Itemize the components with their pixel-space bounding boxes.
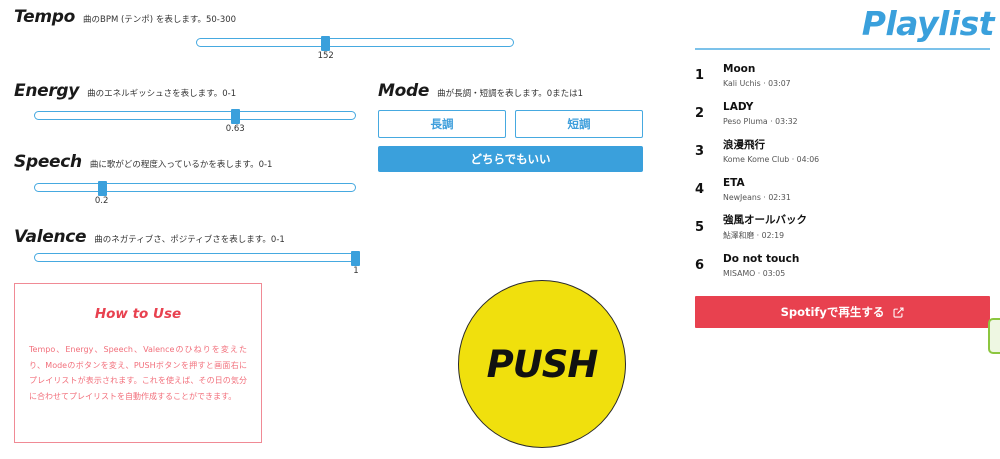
mode-any-button[interactable]: どちらでもいい	[378, 146, 643, 172]
track-meta: 強風オールバック鮎澤和磨 · 02:19	[723, 213, 807, 240]
speech-title: Speech	[14, 152, 82, 172]
track-number: 4	[695, 181, 705, 197]
track-meta: 浪漫飛行 Kome Kome Club · 04:06	[723, 138, 819, 163]
track-artist: NewJeans · 02:31	[723, 192, 791, 202]
track-title: 強風オールバック	[723, 214, 807, 227]
valence-title: Valence	[14, 227, 87, 247]
mode-description: 曲が長調・短調を表します。0または1	[437, 89, 584, 99]
track-meta: ETA NewJeans · 02:31	[723, 176, 791, 201]
tempo-value: 152	[317, 51, 334, 61]
valence-description: 曲のネガティブさ、ポジティブさを表します。0-1	[94, 235, 285, 245]
energy-title: Energy	[14, 81, 80, 101]
mode-title: Mode	[378, 81, 430, 101]
playlist-divider	[695, 48, 990, 50]
energy-slider-track[interactable]	[34, 109, 356, 124]
speech-value: 0.2	[94, 196, 109, 206]
valence-slider-track[interactable]	[34, 251, 360, 266]
track-row[interactable]: 3 浪漫飛行 Kome Kome Club · 04:06	[695, 132, 1000, 170]
valence-slider-thumb[interactable]	[350, 251, 360, 266]
track-number: 1	[695, 67, 705, 83]
track-row[interactable]: 5 強風オールバック鮎澤和磨 · 02:19	[695, 208, 1000, 246]
track-row[interactable]: 2 LADY Peso Pluma · 03:32	[695, 94, 1000, 132]
track-row[interactable]: 4 ETA NewJeans · 02:31	[695, 170, 1000, 208]
speech-slider-track[interactable]	[34, 181, 356, 196]
how-to-use-title: How to Use	[94, 306, 182, 322]
tempo-heading: Tempo 曲のBPM (テンポ) を表します。50-300	[14, 7, 236, 27]
track-title: 浪漫飛行	[723, 139, 765, 152]
energy-value: 0.63	[225, 124, 245, 134]
mode-button-row: 長調 短調	[378, 110, 643, 138]
track-artist: MISAMO · 03:05	[723, 268, 786, 278]
tempo-title: Tempo	[14, 7, 75, 27]
track-number: 3	[695, 143, 705, 159]
tempo-description: 曲のBPM (テンポ) を表します。50-300	[83, 15, 237, 25]
external-link-icon	[893, 306, 904, 318]
speech-heading: Speech 曲に歌がどの程度入っているかを表します。0-1	[14, 152, 272, 172]
speech-slider-thumb[interactable]	[97, 181, 107, 196]
track-number: 6	[695, 257, 705, 273]
mode-heading: Mode 曲が長調・短調を表します。0または1	[378, 81, 583, 101]
track-title: LADY	[723, 101, 754, 114]
speech-slider[interactable]: 0.2	[34, 181, 356, 206]
how-to-use-box: How to Use Tempo、Energy、Speech、Valenceのひ…	[14, 283, 262, 443]
tempo-slider-track[interactable]	[196, 36, 514, 51]
track-artist: Kome Kome Club · 04:06	[723, 154, 820, 164]
track-artist: Kali Uchis · 03:07	[723, 78, 791, 88]
spotify-play-button[interactable]: Spotifyで再生する	[695, 296, 990, 328]
track-number: 5	[695, 219, 705, 235]
track-meta: LADY Peso Pluma · 03:32	[723, 100, 798, 125]
push-button[interactable]: PUSH	[458, 280, 626, 448]
mode-major-button[interactable]: 長調	[378, 110, 506, 138]
valence-value: 1	[353, 266, 359, 276]
valence-slider[interactable]: 1	[34, 251, 360, 276]
track-title: Moon	[723, 63, 756, 76]
valence-heading: Valence 曲のネガティブさ、ポジティブさを表します。0-1	[14, 227, 285, 247]
track-number: 2	[695, 105, 705, 121]
controls-panel: Tempo 曲のBPM (テンポ) を表します。50-300 152 Energ…	[14, 7, 643, 448]
energy-slider-thumb[interactable]	[230, 109, 240, 124]
energy-slider[interactable]: 0.63	[34, 109, 356, 134]
track-title: ETA	[723, 177, 745, 190]
spotify-play-label: Spotifyで再生する	[780, 305, 885, 319]
energy-description: 曲のエネルギッシュさを表します。0-1	[87, 89, 237, 99]
mode-minor-button[interactable]: 短調	[515, 110, 643, 138]
green-side-widget[interactable]	[988, 318, 1000, 354]
playlist-title: Playlist	[861, 4, 995, 43]
push-button-label: PUSH	[486, 342, 599, 386]
how-to-use-body: Tempo、Energy、Speech、Valenceのひねりを変えたり、Mod…	[29, 345, 247, 401]
speech-description: 曲に歌がどの程度入っているかを表します。0-1	[89, 160, 273, 170]
tempo-slider[interactable]: 152	[196, 36, 514, 61]
tempo-slider-thumb[interactable]	[321, 36, 331, 51]
energy-heading: Energy 曲のエネルギッシュさを表します。0-1	[14, 81, 236, 101]
track-artist: Peso Pluma · 03:32	[723, 116, 798, 126]
track-title: Do not touch	[723, 253, 800, 266]
track-artist: 鮎澤和磨 · 02:19	[723, 230, 785, 240]
